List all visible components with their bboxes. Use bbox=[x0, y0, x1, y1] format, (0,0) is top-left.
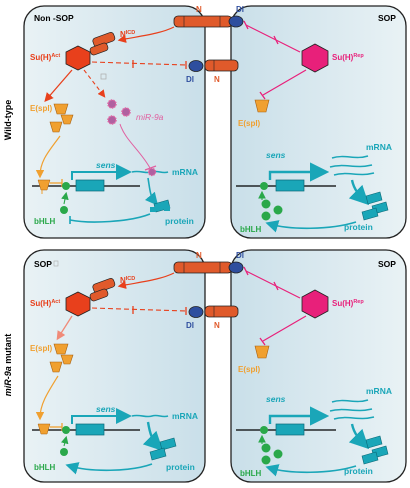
delta-ligand-top bbox=[228, 15, 244, 28]
suh-act-hexagon bbox=[65, 291, 91, 317]
suh-rep-label: Su(H)Rep bbox=[332, 299, 364, 308]
espl-proteins bbox=[49, 343, 74, 373]
row-mir9a-mutant: SOP SOP N Dl Dl N NICD Su(H)Act bbox=[23, 249, 407, 483]
notch-icd-label: NICD bbox=[120, 30, 135, 39]
notch-receptor-bottom bbox=[204, 59, 239, 72]
protein-label: protein bbox=[344, 222, 373, 232]
bhlh-proteins bbox=[261, 443, 283, 465]
delta-label: Dl bbox=[236, 251, 244, 260]
suh-rep-hexagon bbox=[301, 289, 329, 319]
notch-receptor-top bbox=[173, 261, 233, 274]
cell-title: Non -SOP bbox=[34, 13, 74, 23]
protein-label: protein bbox=[165, 216, 194, 226]
delta-label: Dl bbox=[186, 75, 194, 84]
sens-protein bbox=[361, 435, 389, 465]
row-label-mir9a-mutant: miR-9a mutant bbox=[3, 334, 13, 397]
espl-label: E(spl) bbox=[238, 365, 261, 374]
mrna-label: mRNA bbox=[172, 411, 198, 421]
delta-ligand-top bbox=[228, 261, 244, 274]
sens-gene bbox=[75, 179, 105, 192]
mir9a-label: miR-9a bbox=[136, 112, 164, 122]
delta-label: Dl bbox=[186, 321, 194, 330]
sens-label: sens bbox=[266, 394, 286, 404]
notch-receptor-bottom bbox=[204, 305, 239, 318]
protein-label: protein bbox=[166, 462, 195, 472]
sens-label: sens bbox=[96, 160, 116, 170]
cell-title: SOP bbox=[378, 13, 396, 23]
espl-label: E(spl) bbox=[238, 119, 261, 128]
row-label-wild-type: Wild-type bbox=[3, 100, 13, 140]
mrna-label: mRNA bbox=[366, 386, 392, 396]
suh-act-label: Su(H)Act bbox=[30, 53, 60, 62]
row-wild-type: Non -SOP SOP N Dl Dl N NICD Su(H)Act bbox=[23, 5, 407, 239]
notch-receptor-top bbox=[173, 15, 233, 28]
cell-sop-right bbox=[230, 5, 407, 239]
sens-protein bbox=[149, 437, 177, 461]
espl-label: E(spl) bbox=[30, 344, 53, 353]
notch-label: N bbox=[214, 321, 220, 330]
suh-rep-label: Su(H)Rep bbox=[332, 53, 364, 62]
sens-gene bbox=[275, 423, 305, 436]
sens-protein bbox=[150, 199, 171, 213]
notch-icd bbox=[89, 278, 116, 302]
protein-label: protein bbox=[344, 466, 373, 476]
espl-proteins bbox=[49, 103, 74, 133]
sens-label: sens bbox=[266, 150, 286, 160]
bhlh-label: bHLH bbox=[34, 217, 56, 226]
sens-gene bbox=[75, 423, 105, 436]
espl-label: E(spl) bbox=[30, 104, 53, 113]
notch-label: N bbox=[196, 251, 202, 260]
notch-label: N bbox=[214, 75, 220, 84]
delta-ligand-bottom bbox=[188, 60, 204, 72]
sens-protein bbox=[361, 191, 389, 221]
bhlh-label: bHLH bbox=[34, 463, 56, 472]
bhlh-label: bHLH bbox=[240, 469, 262, 478]
delta-label: Dl bbox=[236, 5, 244, 14]
suh-rep-hexagon bbox=[301, 43, 329, 73]
sens-label: sens bbox=[96, 404, 116, 414]
sens-gene bbox=[275, 179, 305, 192]
bhlh-proteins bbox=[261, 199, 283, 221]
cell-title: SOP bbox=[34, 259, 52, 269]
mrna-label: mRNA bbox=[366, 142, 392, 152]
notch-icd bbox=[89, 32, 116, 56]
delta-ligand-bottom bbox=[188, 306, 204, 318]
mrna-label: mRNA bbox=[172, 167, 198, 177]
mir9a-molecules bbox=[107, 99, 131, 125]
notch-label: N bbox=[196, 5, 202, 14]
cell-sop-right bbox=[230, 249, 407, 483]
notch-icd-label: NICD bbox=[120, 276, 135, 285]
bhlh-label: bHLH bbox=[240, 225, 262, 234]
suh-act-hexagon bbox=[65, 45, 91, 71]
cell-title: SOP bbox=[378, 259, 396, 269]
suh-act-label: Su(H)Act bbox=[30, 299, 60, 308]
